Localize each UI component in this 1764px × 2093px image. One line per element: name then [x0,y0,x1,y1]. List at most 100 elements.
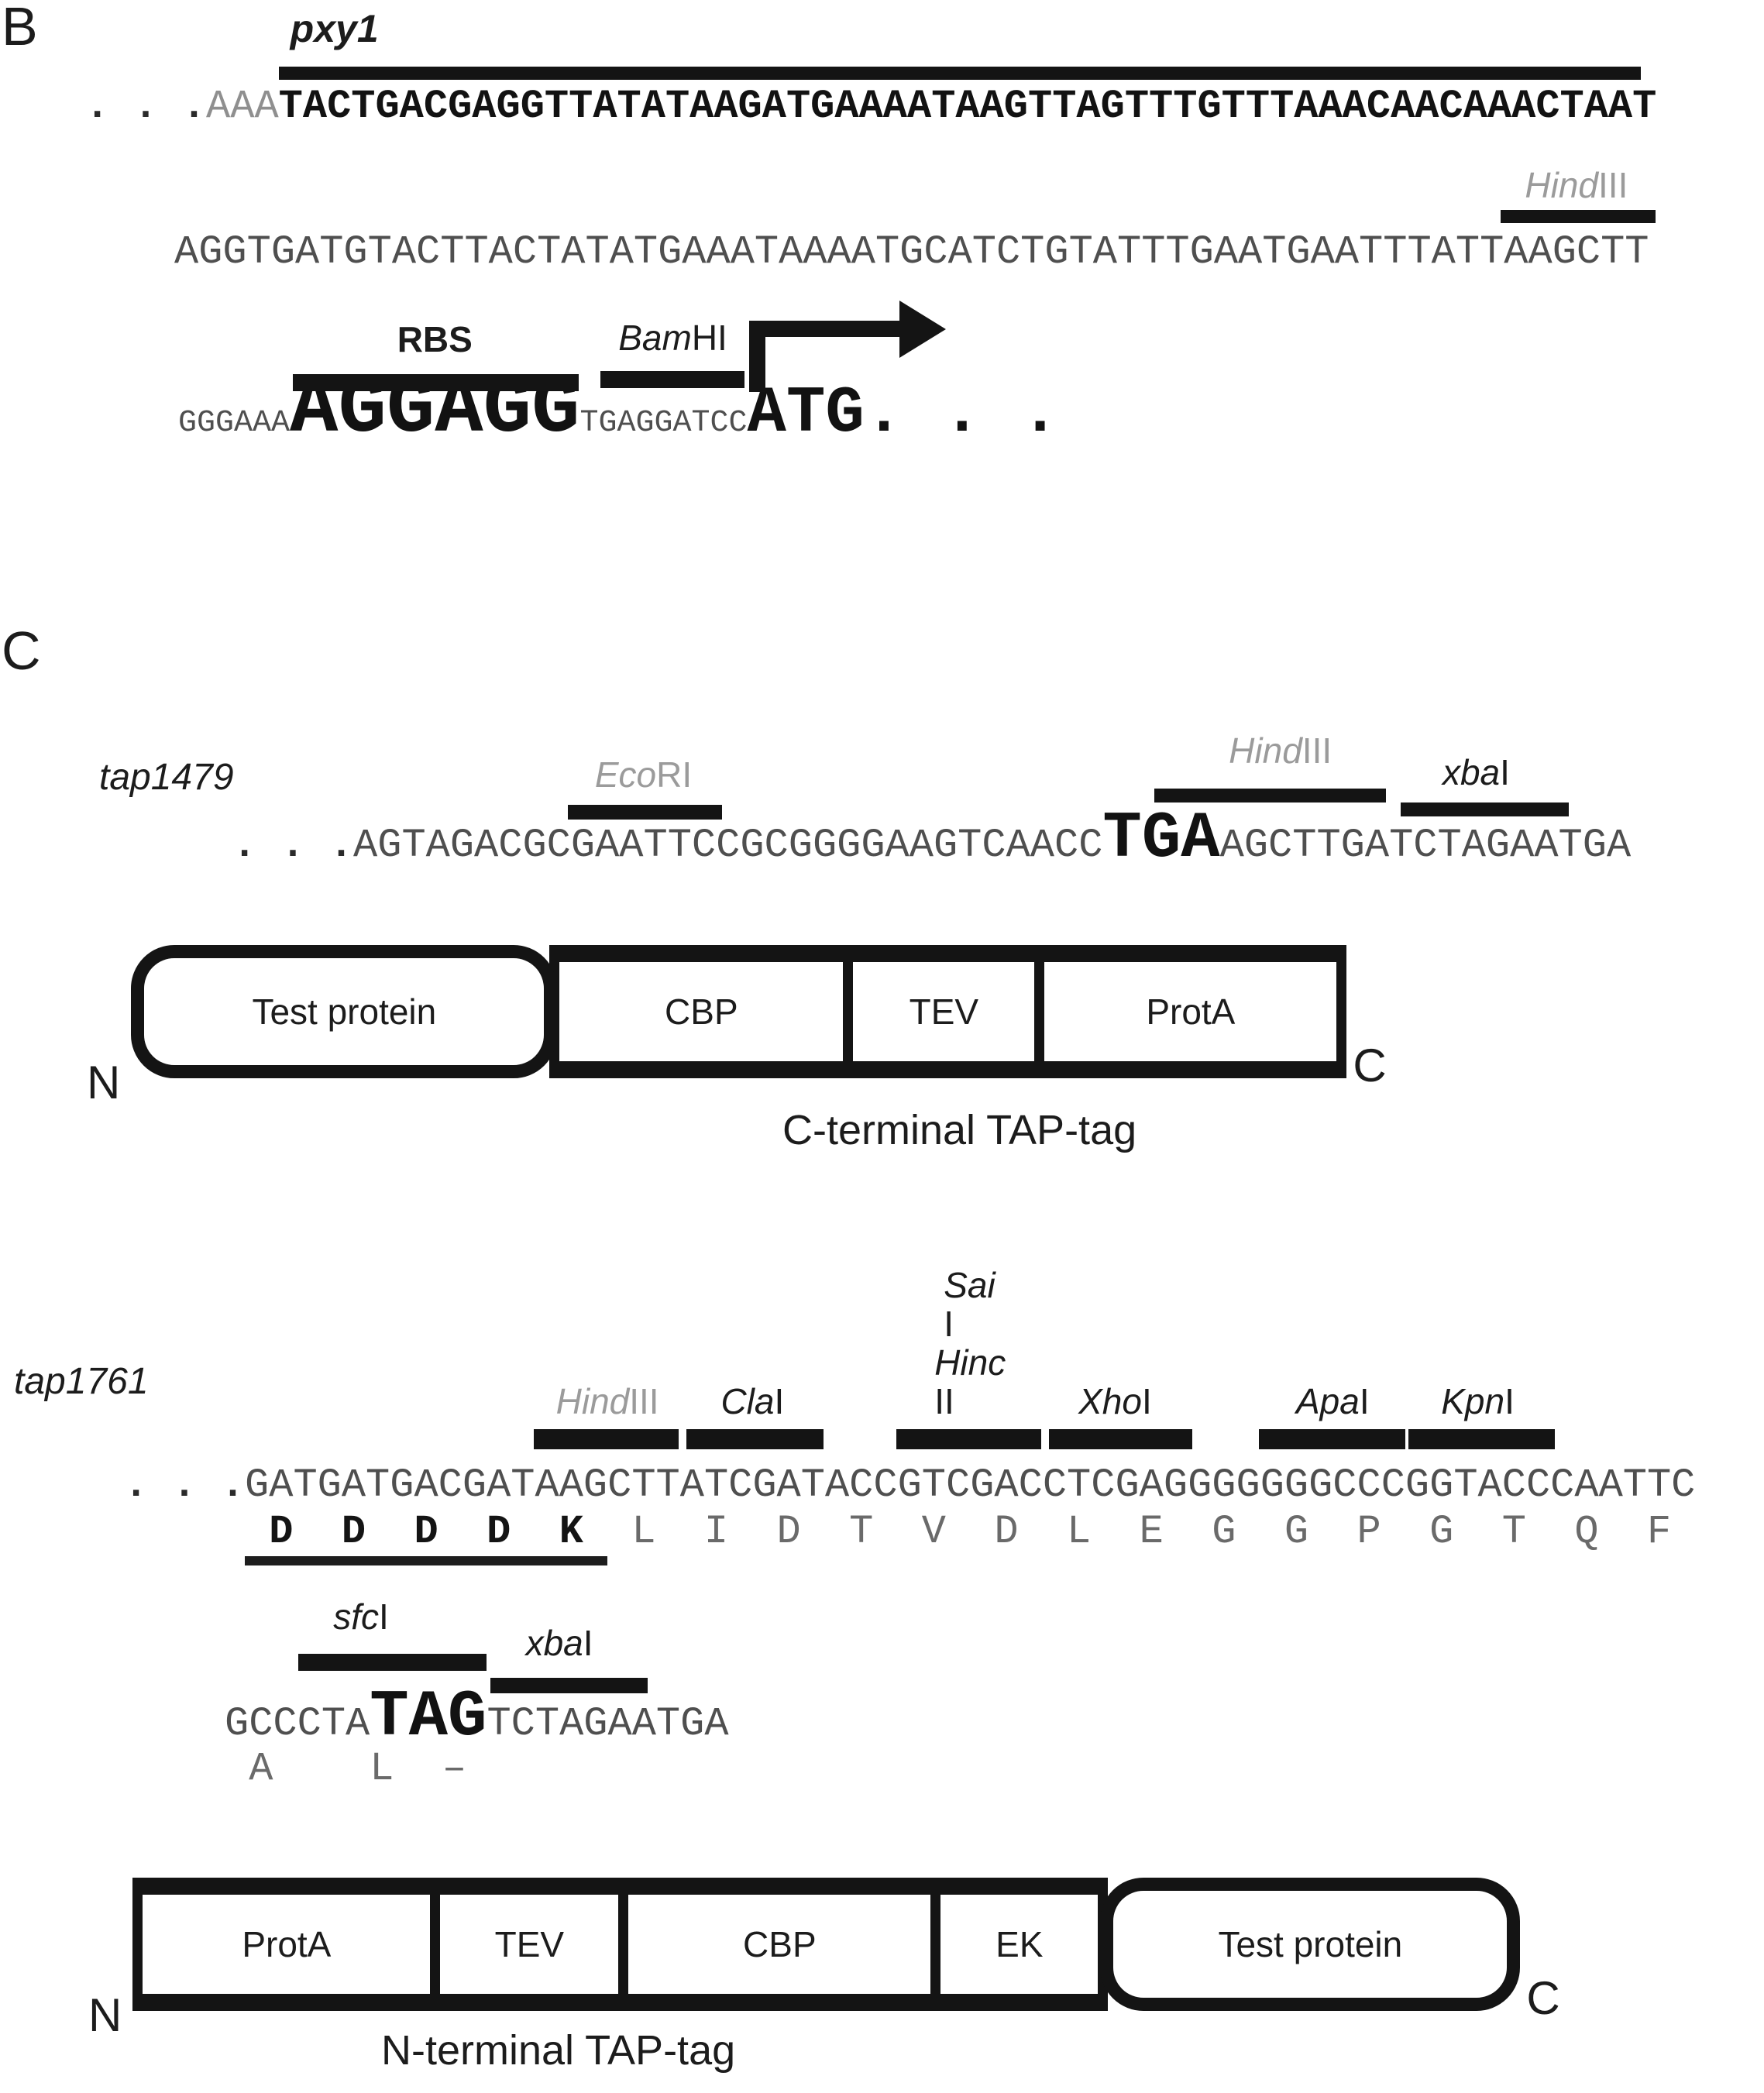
tap1761-sequence: . . .GATGATGACGAT HindIII AAGCTT ClaI ATCGAT… [124,1266,1695,1506]
kpni-enzyme-label: KpnI [1441,1381,1515,1421]
clai-site: ClaI ATCGAT [680,1382,825,1506]
transcription-arrow-stem [748,321,765,392]
clai-site-sequence: ATCGAT [679,1462,825,1508]
n-terminus-label: N [88,1989,122,2041]
ecori-site-bar [567,805,723,820]
tev-box: TEV [430,1878,629,2011]
sequence-plain: CAATTC [1550,1462,1696,1508]
cbp-box: CBP [618,1878,941,2011]
hindiii-site-sequence: AGCTT [1219,823,1341,868]
xbai-site-bar [1401,802,1570,816]
rbs-site-bar [293,374,579,391]
sali-site-sequence: GTCGAC [897,1462,1043,1508]
sfci-enzyme-label: sfcI [333,1596,389,1637]
tap1761-amino-acids: D D D D K L I D T V D L E G G P G T Q F [124,1509,1671,1565]
xbai-enzyme-label: xbaI [525,1623,593,1663]
prota-box: ProtA [132,1878,441,2011]
n-terminus-label: N [87,1057,121,1108]
xbai-site-sequence: TCTAGA [1389,823,1535,868]
nterm-caption: N-terminal TAP-tag [381,2027,736,2074]
kpni-site-bar [1408,1429,1556,1449]
cterm-caption: C-terminal TAP-tag [782,1107,1137,1153]
panel-c-label: C [2,620,41,681]
sequence-plain: GGGAAA [178,406,291,441]
bamhi-site: BamHI GAGGATCC [598,318,748,444]
hindiii-site-sequence: AAGCTT [535,1462,680,1508]
stop-amino-acids: A L – [225,1746,467,1792]
atg-codon-text: ATG [747,377,865,451]
hindiii-site-tap1479: HindIII AGCTT [1154,731,1386,868]
clai-enzyme-label: ClaI [720,1381,785,1421]
kpni-site-sequence: GGTACC [1405,1462,1551,1508]
sequence-ellipsis: . . . [232,823,354,868]
sfci-site: sfcI GCCCTATAG [225,1597,487,1751]
transcription-arrow-arm [748,321,901,337]
aa-spacer [124,1509,245,1555]
panel-b-label: B [2,0,38,57]
xhoi-site-bar [1048,1429,1193,1449]
sfci-site-bar [298,1654,487,1671]
c-terminus-label: C [1353,1040,1387,1091]
xbai-site-sequence: TCTAGA [487,1701,632,1747]
hindiii-site-bar [533,1429,679,1449]
bamhi-enzyme-label: BamHI [618,318,727,358]
cterm-tap-diagram: N Test protein CBP TEV ProtA C [87,945,1387,1106]
pxy1-sequence-bold: TACTGACGAGGTTATATAAGATGAAAATAAGTTAGTTTGT… [278,84,1657,129]
bamhi-site-bar [600,371,744,388]
test-protein-box-label: Test protein [1218,1924,1403,1964]
sequence-ellipsis: . . . [85,84,207,129]
cbp-box-label: CBP [743,1924,817,1964]
bamhi-site-sequence: GAGGATCC [598,406,748,441]
tev-box-label: TEV [909,992,979,1032]
sequence-plain: ATGA [631,1701,729,1747]
apai-enzyme-label: ApaI [1295,1381,1370,1421]
sequence-ellipsis: . . . [124,1462,246,1508]
ek-box-label: EK [995,1924,1044,1964]
tap1761-construct-label: tap1761 [14,1361,149,1402]
hindiii-site-tap1761: HindIII AAGCTT [533,1382,680,1506]
tag-stop-codon: TAG [370,1681,487,1754]
hindiii-enzyme-label: HindIII [1525,165,1628,205]
sequence-plain: AGTAGACGC [353,823,571,868]
cbp-box-label: CBP [665,992,738,1032]
c-terminus-label: C [1526,1972,1560,2024]
hindiii-site-bar [1501,210,1656,223]
xhoi-enzyme-label: XhoI [1078,1381,1152,1421]
pxy1-promoter-sequence-line2: AGGTGATGTACTTACTATATGAAATAAAATGCATCTGTAT… [174,166,1656,273]
transcription-arrow-head-icon [899,301,946,358]
test-protein-box: Test protein [1100,1878,1521,2011]
prota-box-label: ProtA [1146,992,1236,1032]
sequence-plain: CGCGGGGAAGTCAACC [716,823,1103,868]
sequence-plain: GA [1340,823,1390,868]
atg-start-codon: ATG [748,301,946,447]
sequence-plain: T [579,406,599,441]
hindiii-enzyme-label: HindIII [1229,730,1332,771]
clai-site-bar [686,1429,824,1449]
nterm-tap-diagram: N ProtA TEV CBP EK Test protein C [88,1878,1560,2039]
sequence-plain: GATGATGACGAT [245,1462,535,1508]
kpni-site: KpnI GGTACC [1405,1382,1556,1506]
xbai-site-bar [490,1678,648,1693]
sequence-plain: ACC [824,1462,898,1508]
hindiii-enzyme-label: HindIII [555,1381,659,1421]
rbs-label: RBS [397,319,473,359]
tev-box-label: TEV [494,1924,565,1964]
apai-site-sequence: GGGCCC [1260,1462,1405,1508]
tap1761-stop-sequence: sfcI GCCCTATAG xbaI TCTAGAATGA [225,1597,729,1751]
prota-box-label: ProtA [242,1924,332,1964]
test-protein-box: Test protein [131,945,558,1078]
sequence-plain: GCCCTA [225,1701,370,1747]
apai-site: ApaI GGGCCC [1258,1382,1405,1506]
